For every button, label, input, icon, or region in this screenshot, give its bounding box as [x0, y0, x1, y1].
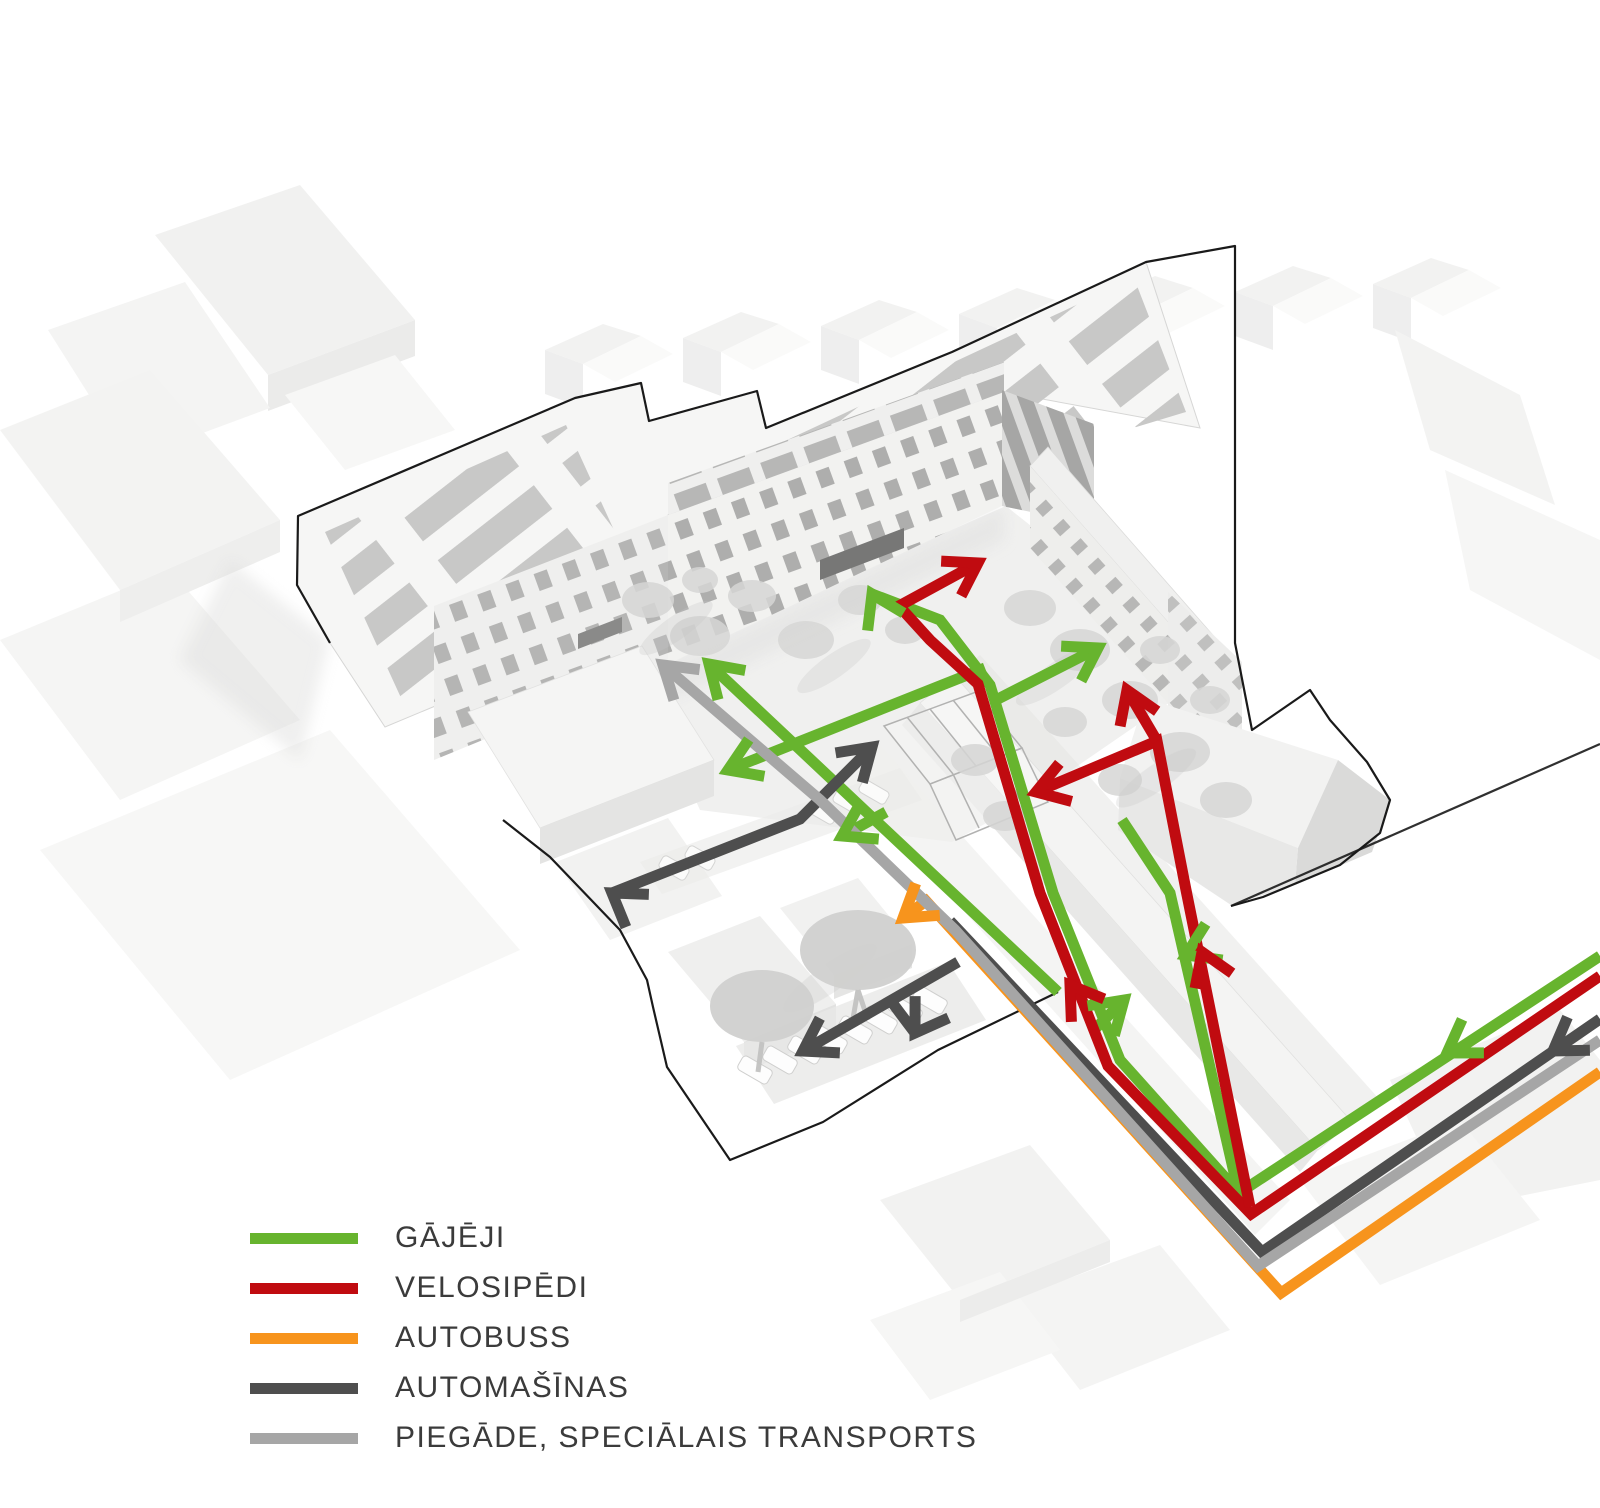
legend-swatch-cars — [250, 1382, 358, 1394]
route-pedestrian-cross-west — [705, 659, 1062, 997]
legend-swatch-bicycles — [250, 1282, 358, 1294]
legend: GĀJĒJI VELOSIPĒDI AUTOBUSS AUTOMAŠĪNAS P… — [250, 1213, 1010, 1463]
arrowhead-red-12 — [1189, 942, 1236, 990]
route-car-street — [945, 917, 1600, 1260]
legend-item-delivery: PIEGĀDE, SPECIĀLAIS TRANSPORTS — [250, 1413, 1010, 1463]
legend-item-cars: AUTOMAŠĪNAS — [250, 1363, 1010, 1413]
arrowhead-red-10 — [1026, 759, 1074, 807]
route-delivery-street-and-yard — [659, 660, 1600, 1274]
arrowhead-green-1 — [1438, 1017, 1484, 1059]
circulation-routes-layer — [603, 555, 1600, 1301]
route-car-parking-lane-lower — [800, 957, 961, 1056]
arrowhead-dark-16 — [834, 740, 880, 785]
arrowhead-green-6 — [1086, 993, 1132, 1038]
legend-label-delivery: PIEGĀDE, SPECIĀLAIS TRANSPORTS — [395, 1421, 978, 1454]
site-boundary — [295, 244, 1600, 1162]
arrowhead-red-9 — [1064, 976, 1107, 1023]
route-pedestrian-courtyard-edge — [1117, 816, 1244, 1192]
route-car-parking-lane-upper — [609, 743, 876, 899]
legend-label-pedestrians: GĀJĒJI — [395, 1221, 506, 1254]
arrowhead-green-4 — [718, 736, 766, 782]
arrowhead-red-8 — [940, 555, 987, 599]
route-pedestrian-branch-northeast — [989, 643, 1101, 707]
entrance-canopy-west — [578, 617, 622, 649]
legend-swatch-pedestrians — [250, 1232, 358, 1244]
arrowhead-orange-13 — [894, 881, 941, 925]
legend-label-bus: AUTOBUSS — [395, 1321, 572, 1354]
legend-item-bus: AUTOBUSS — [250, 1313, 1010, 1363]
arrowhead-light-19 — [655, 658, 701, 702]
entrance-canopy — [820, 528, 904, 580]
arrowhead-green-3 — [701, 657, 747, 702]
legend-swatch-delivery — [250, 1432, 358, 1444]
big-trees — [710, 910, 916, 1073]
legend-item-bicycles: VELOSIPĒDI — [250, 1263, 1010, 1313]
arrowhead-green-2 — [1060, 640, 1107, 684]
legend-label-bicycles: VELOSIPĒDI — [395, 1271, 589, 1304]
arrowhead-dark-17 — [794, 1015, 841, 1059]
arrowhead-red-11 — [1114, 680, 1161, 728]
arrowhead-dark-15 — [603, 887, 650, 930]
arrowhead-dark-14 — [1544, 1014, 1590, 1057]
legend-label-cars: AUTOMAŠĪNAS — [395, 1371, 630, 1404]
arrowhead-dark-18 — [909, 996, 951, 1042]
arrowhead-green-0 — [862, 584, 907, 632]
route-bicycle-courtyard-loop — [1033, 733, 1256, 1209]
arrowhead-green-5 — [833, 801, 880, 845]
annex-face-sw — [1118, 778, 1298, 905]
route-pedestrian-street-to-courtyard — [870, 588, 1600, 1201]
legend-swatch-bus — [250, 1332, 358, 1344]
annex-face-se — [1295, 760, 1390, 885]
legend-item-pedestrians: GĀJĒJI — [250, 1213, 1010, 1263]
west-box-face — [540, 760, 714, 864]
